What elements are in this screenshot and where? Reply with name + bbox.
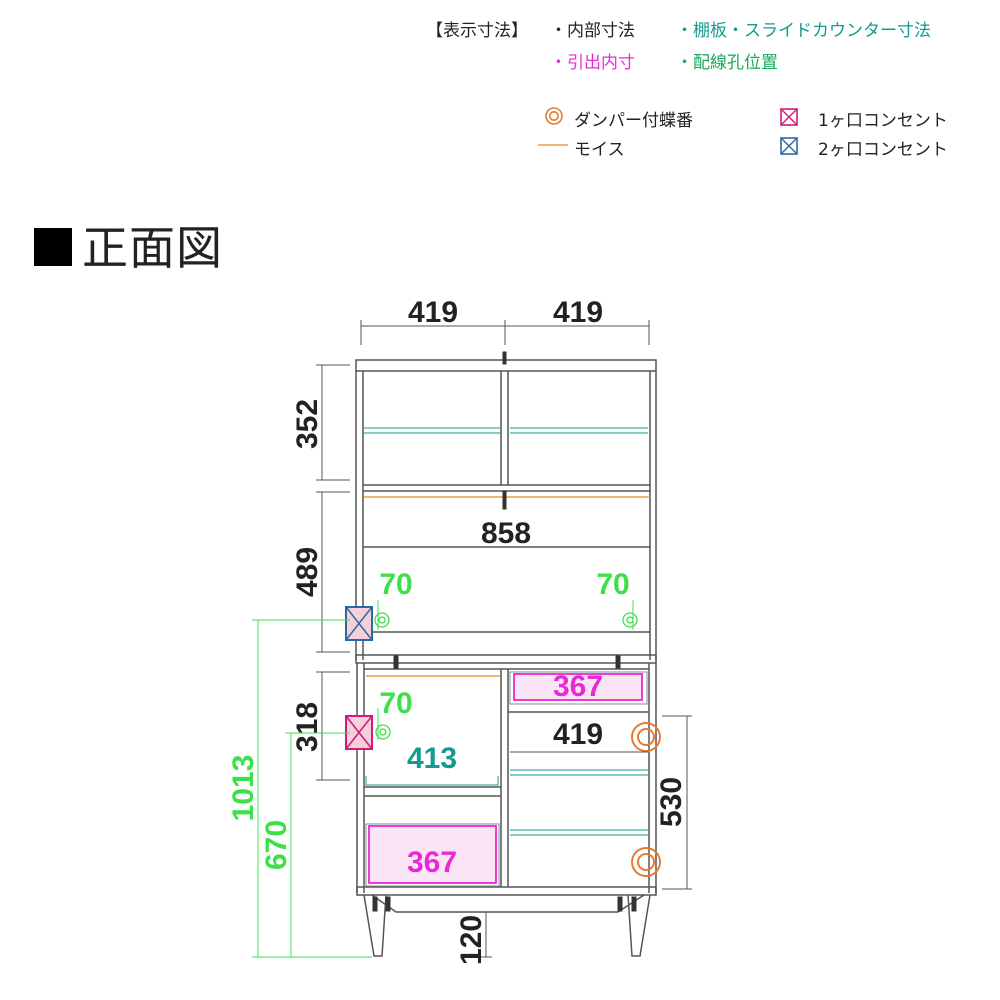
dim-right-door-height: 530 (655, 777, 688, 827)
dim-upper-height: 352 (291, 399, 324, 449)
molding-line-icon (538, 144, 568, 146)
drawer-top (509, 671, 648, 705)
damper-hinge-icon (545, 107, 563, 125)
dim-top-left-width: 419 (408, 296, 458, 329)
dim-lines-top (360, 320, 650, 345)
dim-lines-green (252, 600, 634, 958)
pin-marks (372, 351, 637, 912)
dim-drawer-bottom-inner: 367 (407, 846, 457, 879)
legend-outlet2-label: 2ヶ口コンセント (818, 140, 948, 160)
dim-middle-height: 489 (291, 547, 324, 597)
page-title: 正面図 (34, 212, 223, 278)
wiring-hole-left (374, 612, 390, 628)
legend-damper-label: ダンパー付蝶番 (574, 111, 693, 131)
wiring-hole-lower (375, 724, 391, 740)
dim-inner-width: 858 (481, 517, 531, 550)
legend-item-drawer: ・引出内寸 (550, 53, 635, 73)
dim-lower-left-height: 318 (291, 702, 324, 752)
damper-hinge-upper (631, 722, 661, 752)
legend-outlet1-label: 1ヶ口コンセント (818, 111, 948, 131)
dim-leg-height: 120 (455, 915, 488, 965)
outlet-1-icon (780, 108, 798, 126)
title-text: 正面図 (82, 221, 223, 275)
adjustable-shelves (364, 427, 648, 836)
legend-molding-label: モイス (574, 140, 625, 160)
dim-lines-left (316, 364, 350, 781)
legend-item-wiring: ・配線孔位置 (676, 53, 778, 73)
dim-lines-right (662, 715, 692, 890)
title-square-icon (34, 228, 72, 266)
dim-slide-counter-width: 413 (407, 742, 457, 775)
dim-drawer-top-inner: 367 (553, 670, 603, 703)
damper-hinge-lower (631, 847, 661, 877)
dim-hole-left: 70 (379, 568, 412, 601)
outlet-2-icon (780, 137, 798, 155)
dim-counter-height: 670 (260, 820, 293, 870)
dim-total-height-lower: 1013 (227, 755, 260, 822)
drawer-bottom (365, 823, 500, 887)
outlet-1-symbol (345, 715, 373, 750)
dim-hole-lower: 70 (379, 687, 412, 720)
dim-lower-right-width: 419 (553, 718, 603, 751)
wiring-hole-right (622, 612, 638, 628)
dim-lines-leg (480, 912, 492, 958)
outlet-2-symbol (345, 606, 373, 641)
legend-heading: 【表示寸法】 (426, 21, 528, 41)
dim-top-right-width: 419 (553, 296, 603, 329)
dim-hole-right: 70 (596, 568, 629, 601)
legend-item-shelf: ・棚板・スライドカウンター寸法 (676, 21, 931, 41)
legend-item-internal: ・内部寸法 (550, 21, 635, 41)
